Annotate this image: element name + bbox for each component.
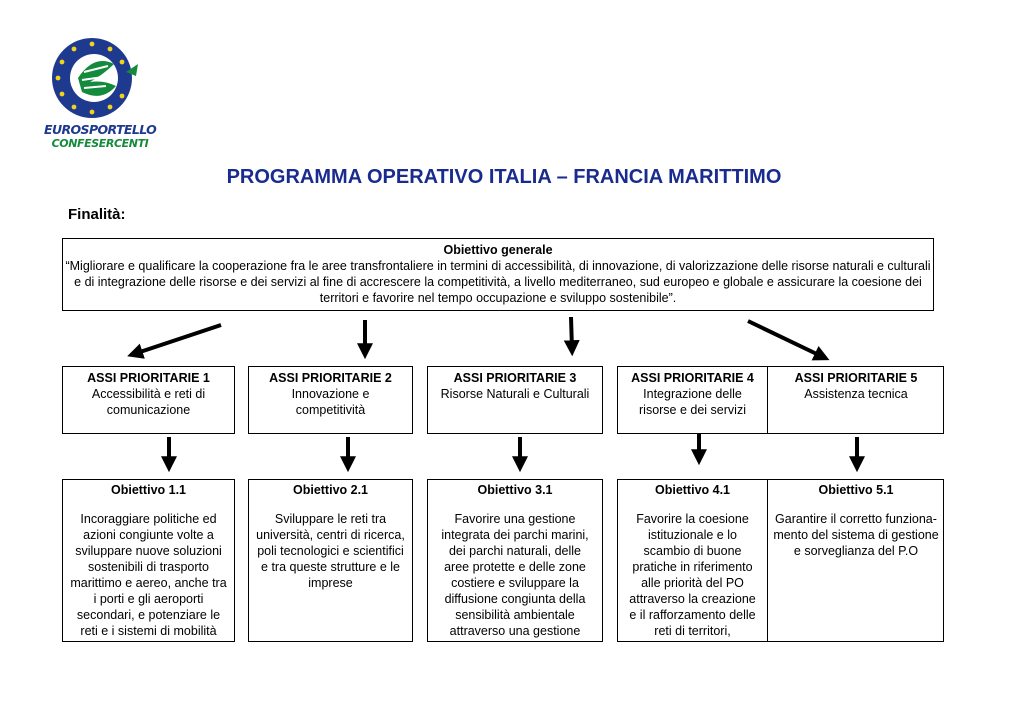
arrow-general-to-axis3 xyxy=(563,316,580,357)
objective-heading: Obiettivo 4.1 xyxy=(654,483,731,497)
axis-box-1: ASSI PRIORITARIE 1 Accessibilità e reti … xyxy=(62,366,235,434)
page-title: PROGRAMMA OPERATIVO ITALIA – FRANCIA MAR… xyxy=(226,166,782,188)
objective-box-2: Obiettivo 2.1 Sviluppare le reti tra uni… xyxy=(248,479,413,642)
axis-heading: ASSI PRIORITARIE 5 xyxy=(794,371,918,385)
objective-box-1: Obiettivo 1.1 Incoraggiare politiche ed … xyxy=(62,479,235,642)
axis-heading: ASSI PRIORITARIE 1 xyxy=(87,371,210,385)
axis-heading: ASSI PRIORITARIE 2 xyxy=(269,371,392,385)
axis-box-4-5: ASSI PRIORITARIE 4 Integrazione delle ri… xyxy=(617,366,944,434)
objective-box-4-5: Obiettivo 4.1 Favorire la coesione istit… xyxy=(617,479,944,642)
objective-box-5: Obiettivo 5.1 Garantire il corretto funz… xyxy=(768,482,943,559)
eurosportello-logo: EUROSPORTELLO CONFESERCENTI xyxy=(44,34,157,152)
axis-divider xyxy=(767,367,768,433)
objective-text: Favorire una gestione integrata dei parc… xyxy=(441,512,589,638)
logo-emblem-icon xyxy=(52,38,138,118)
axis-text: Innovazione e competitività xyxy=(291,387,370,417)
section-subtitle: Finalità: xyxy=(68,206,126,223)
objective-heading: Obiettivo 5.1 xyxy=(818,483,894,497)
general-objective-heading: Obiettivo generale xyxy=(443,243,553,257)
axis-box-2: ASSI PRIORITARIE 2 Innovazione e competi… xyxy=(248,366,413,434)
axis-text: Integrazione delle risorse e dei servizi xyxy=(639,387,746,417)
axis-text: Risorse Naturali e Culturali xyxy=(440,387,590,401)
logo-line1: EUROSPORTELLO xyxy=(44,122,157,137)
axis-text: Accessibilità e reti di comunicazione xyxy=(91,387,206,417)
axis-box-4: ASSI PRIORITARIE 4 Integrazione delle ri… xyxy=(618,370,767,418)
objective-text: Sviluppare le reti tra università, centr… xyxy=(256,512,405,590)
axis-heading: ASSI PRIORITARIE 3 xyxy=(453,371,577,385)
arrow-general-to-axis5 xyxy=(747,319,830,361)
objective-box-4: Obiettivo 4.1 Favorire la coesione istit… xyxy=(618,482,767,639)
objective-heading: Obiettivo 2.1 xyxy=(292,483,369,497)
objective-text: Incoraggiare politiche ed azioni congiun… xyxy=(70,512,227,638)
objective-divider xyxy=(767,480,768,641)
general-objective-text: “Migliorare e qualificare la cooperazion… xyxy=(65,259,931,305)
logo-line2: CONFESERCENTI xyxy=(51,137,149,150)
axis-text: Assistenza tecnica xyxy=(804,387,908,401)
objective-box-3: Obiettivo 3.1 Favorire una gestione inte… xyxy=(427,479,603,642)
axis-heading: ASSI PRIORITARIE 4 xyxy=(631,371,754,385)
objective-text: Garantire il corretto funziona-mento del… xyxy=(773,512,939,558)
general-objective-box: Obiettivo generale “Migliorare e qualifi… xyxy=(62,238,934,311)
objective-heading: Obiettivo 1.1 xyxy=(110,483,187,497)
axis-box-5: ASSI PRIORITARIE 5 Assistenza tecnica xyxy=(768,370,943,402)
objective-heading: Obiettivo 3.1 xyxy=(477,483,553,497)
objective-text: Favorire la coesione istituzionale e lo … xyxy=(629,512,756,638)
arrow-general-to-axis1 xyxy=(127,323,222,359)
axis-box-3: ASSI PRIORITARIE 3 Risorse Naturali e Cu… xyxy=(427,366,603,434)
